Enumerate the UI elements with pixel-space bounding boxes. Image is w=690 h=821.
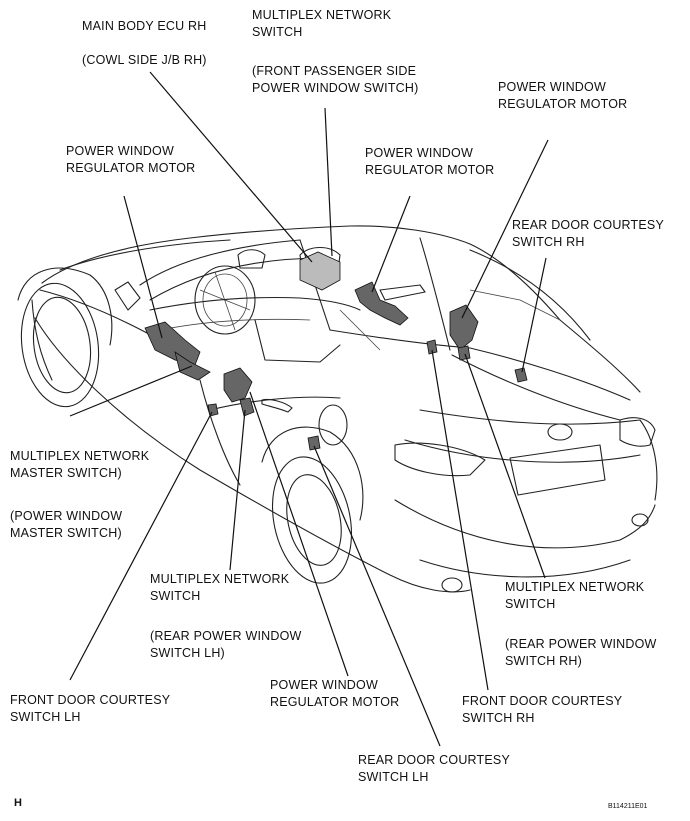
front-left-regulator-part: [144, 321, 201, 366]
rear-rh-courtesy-part: [514, 367, 528, 383]
label-front-door-courtesy-rh: FRONT DOOR COURTESY SWITCH RH: [462, 693, 622, 727]
label-line: REGULATOR MOTOR: [66, 161, 196, 175]
label-line: FRONT DOOR COURTESY: [462, 694, 623, 708]
leader-mpx-rh: [464, 353, 546, 579]
rear-left-mpx-switch-part: [239, 397, 255, 417]
label-mpx-switch-rh: MULTIPLEX NETWORK SWITCH: [505, 579, 644, 613]
label-rear-power-window-switch-rh: (REAR POWER WINDOW SWITCH RH): [505, 636, 657, 670]
label-line: REGULATOR MOTOR: [498, 97, 628, 111]
label-line: SWITCH RH): [505, 654, 582, 668]
label-line: MASTER SWITCH): [10, 526, 122, 540]
label-line: SWITCH LH): [150, 646, 225, 660]
components: [144, 251, 528, 451]
label-line: POWER WINDOW SWITCH): [252, 81, 419, 95]
rear-lh-courtesy-part: [307, 435, 321, 451]
label-line: MULTIPLEX NETWORK: [150, 572, 290, 586]
label-line: REAR DOOR COURTESY: [512, 218, 665, 232]
label-line: SWITCH RH: [462, 711, 535, 725]
label-line: (COWL SIDE J/B RH): [82, 53, 207, 67]
leader-front-passenger-switch: [324, 107, 333, 257]
figure-code: B114211E01: [608, 803, 648, 810]
label-line: SWITCH LH: [358, 770, 429, 784]
label-line: REGULATOR MOTOR: [365, 163, 495, 177]
label-line: SWITCH: [150, 589, 201, 603]
label-line: (POWER WINDOW: [10, 509, 123, 523]
leader-mpx-lh: [229, 409, 246, 571]
car-body: [17, 225, 658, 593]
label-front-passenger-power-window-switch: (FRONT PASSENGER SIDE POWER WINDOW SWITC…: [252, 63, 418, 97]
leader-power-window-bottom: [249, 391, 349, 677]
label-line: POWER WINDOW: [66, 144, 174, 158]
leader-lines: [69, 71, 549, 747]
label-multiplex-master-switch: MULTIPLEX NETWORK MASTER SWITCH): [10, 448, 149, 482]
label-line: FRONT DOOR COURTESY: [10, 693, 171, 707]
main-body-ecu-part: [299, 251, 341, 291]
leader-master-switch: [69, 365, 193, 417]
label-line: SWITCH RH: [512, 235, 585, 249]
label-power-window-master-switch: (POWER WINDOW MASTER SWITCH): [10, 508, 122, 542]
label-rear-door-courtesy-rh: REAR DOOR COURTESY SWITCH RH: [512, 217, 664, 251]
leader-power-window-top-left: [123, 195, 163, 339]
leader-power-window-top-right: [461, 139, 549, 319]
label-line: MULTIPLEX NETWORK: [10, 449, 150, 463]
label-line: POWER WINDOW: [270, 678, 378, 692]
label-rear-power-window-switch-lh: (REAR POWER WINDOW SWITCH LH): [150, 628, 302, 662]
label-front-door-courtesy-lh: FRONT DOOR COURTESY SWITCH LH: [10, 692, 170, 726]
label-mpx-front-passenger: MULTIPLEX NETWORK SWITCH: [252, 7, 391, 41]
front-rh-courtesy-part: [426, 339, 438, 355]
label-line: MULTIPLEX NETWORK: [252, 8, 392, 22]
label-line: POWER WINDOW: [498, 80, 606, 94]
leader-front-door-lh: [69, 411, 213, 681]
label-power-window-top-right: POWER WINDOW REGULATOR MOTOR: [498, 79, 627, 113]
label-line: REAR DOOR COURTESY: [358, 753, 511, 767]
label-line: MAIN BODY ECU RH: [82, 19, 207, 33]
label-line: (REAR POWER WINDOW: [505, 637, 657, 651]
label-line: (REAR POWER WINDOW: [150, 629, 302, 643]
label-line: (FRONT PASSENGER SIDE: [252, 64, 417, 78]
leader-rear-door-courtesy-rh: [521, 257, 547, 373]
label-power-window-bottom: POWER WINDOW REGULATOR MOTOR: [270, 677, 399, 711]
leader-front-door-rh: [431, 349, 489, 691]
corner-mark: H: [14, 797, 22, 809]
label-power-window-center: POWER WINDOW REGULATOR MOTOR: [365, 145, 494, 179]
leader-main-ecu: [149, 71, 313, 263]
leader-power-window-center: [371, 195, 411, 293]
rear-right-regulator-part: [449, 304, 479, 351]
label-power-window-top-left: POWER WINDOW REGULATOR MOTOR: [66, 143, 195, 177]
rear-left-regulator-part: [223, 367, 253, 403]
label-mpx-switch-lh: MULTIPLEX NETWORK SWITCH: [150, 571, 289, 605]
label-line: SWITCH: [505, 597, 556, 611]
leader-rear-door-lh: [313, 445, 441, 747]
label-line: POWER WINDOW: [365, 146, 473, 160]
label-line: SWITCH LH: [10, 710, 81, 724]
front-passenger-regulator-part: [354, 281, 409, 326]
front-lh-courtesy-part: [207, 403, 219, 417]
label-line: SWITCH: [252, 25, 303, 39]
label-cowl-side-jb: (COWL SIDE J/B RH): [82, 52, 207, 69]
label-line: MULTIPLEX NETWORK: [505, 580, 645, 594]
master-switch-part: [174, 351, 211, 381]
label-main-body-ecu: MAIN BODY ECU RH: [82, 18, 207, 35]
label-line: MASTER SWITCH): [10, 466, 122, 480]
label-rear-door-courtesy-lh: REAR DOOR COURTESY SWITCH LH: [358, 752, 510, 786]
label-line: REGULATOR MOTOR: [270, 695, 400, 709]
rear-rh-mpx-switch-part: [457, 345, 471, 361]
